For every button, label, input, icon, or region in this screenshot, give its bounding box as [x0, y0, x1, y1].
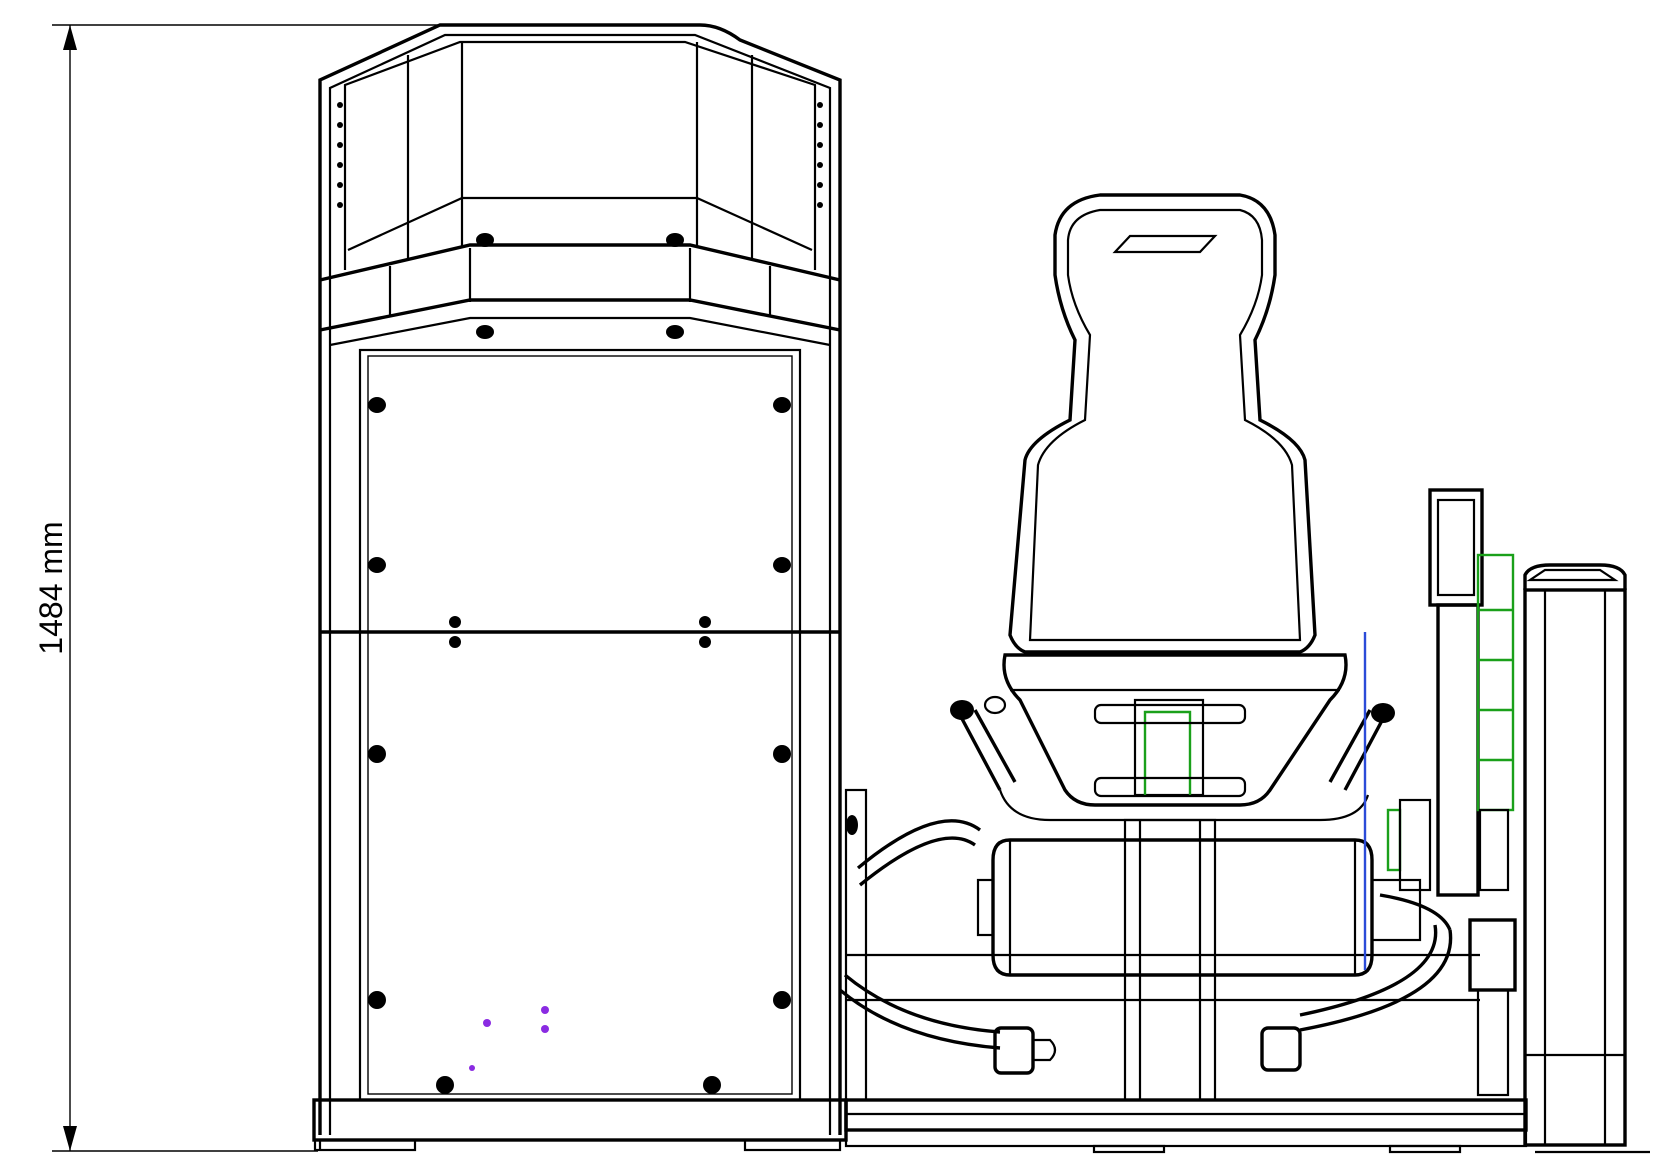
- base-foot-2: [1388, 1144, 1462, 1154]
- hood-panel: [343, 40, 817, 270]
- handle-left-grip: [958, 714, 1002, 791]
- handle-crossbar: [998, 789, 1370, 822]
- crown-band-bottom: [319, 298, 841, 332]
- backrest-logo-plate: [1112, 234, 1218, 254]
- adjuster-column: [1436, 603, 1480, 897]
- tower-outline: [318, 23, 842, 1135]
- seat-assembly: [846, 193, 1480, 1102]
- height-dimension: 1484 mm: [33, 24, 445, 1152]
- front-post-body: [1523, 588, 1627, 1147]
- handle-right-grip-edge: [1328, 709, 1372, 783]
- crown-lip: [329, 316, 831, 347]
- height-dimension-label: 1484 mm: [33, 521, 69, 654]
- handle-left: [950, 695, 1370, 822]
- belt-left-lower-outer: [838, 988, 1001, 1050]
- frame-plate: [844, 788, 868, 1102]
- front-post-cap: [1523, 563, 1627, 590]
- base-rail-lower: [844, 1128, 1528, 1148]
- hood-side-studs: [337, 102, 823, 208]
- pin-highlight: [1386, 808, 1402, 872]
- seat-bracket-upper: [1093, 703, 1247, 725]
- backrest-pad-outline: [1008, 193, 1317, 654]
- belt-left-upper-inner: [858, 836, 976, 887]
- pin-bracket: [1398, 798, 1432, 892]
- front-post-cap-detail: [1526, 568, 1619, 582]
- weight-stack-tower: [312, 23, 848, 1152]
- handle-left-grip-edge: [973, 709, 1017, 783]
- hood-lower-curve: [347, 196, 813, 252]
- belt-right-inner: [1299, 924, 1438, 1017]
- seat-bracket-lower: [1093, 776, 1247, 798]
- base-foot-1: [1092, 1144, 1166, 1154]
- shroud-panel: [358, 348, 802, 1102]
- belt-left-upper-outer: [856, 819, 982, 870]
- front-post: [1523, 563, 1650, 1154]
- adjuster-lower-rod: [1478, 808, 1510, 892]
- backrest-pad-inner: [1028, 208, 1302, 642]
- belt-right-outer: [1299, 929, 1453, 1032]
- purple-markers: [469, 1006, 549, 1071]
- belt-tongue-left: [1033, 1038, 1057, 1062]
- roller-cap-left: [976, 878, 995, 937]
- tower-foot-pad-right: [743, 1138, 842, 1152]
- adjuster-base-leg: [1476, 988, 1510, 1097]
- frame-upright: [844, 788, 868, 1102]
- seat-pan: [1002, 653, 1348, 807]
- base-frame: [844, 1098, 1528, 1154]
- main-column: [1123, 818, 1217, 1102]
- dimension-arrow-bottom: [63, 1126, 77, 1151]
- shroud-bolts: [368, 233, 791, 1094]
- shroud-panel-inner: [367, 355, 793, 1095]
- tower-inner-outline: [328, 33, 832, 1135]
- belt-left-lower-inner: [843, 973, 1001, 1034]
- crown-band-top: [319, 243, 841, 282]
- belt-buckle-left: [993, 1026, 1035, 1075]
- seat-post-highlight: [1143, 710, 1192, 795]
- tower-foot-pad-left: [313, 1138, 417, 1152]
- belt-buckle-right: [1260, 1026, 1302, 1072]
- handle-right: [1328, 703, 1395, 791]
- dimension-arrow-top: [63, 25, 77, 50]
- adjuster-top-box-inner: [1436, 498, 1476, 597]
- adjustment-mechanism: [1379, 488, 1517, 1097]
- linkage-arm: [1379, 893, 1452, 931]
- seat-belts: [838, 819, 1453, 1075]
- roller-cap-right: [1370, 878, 1422, 942]
- tower-base: [312, 1098, 848, 1142]
